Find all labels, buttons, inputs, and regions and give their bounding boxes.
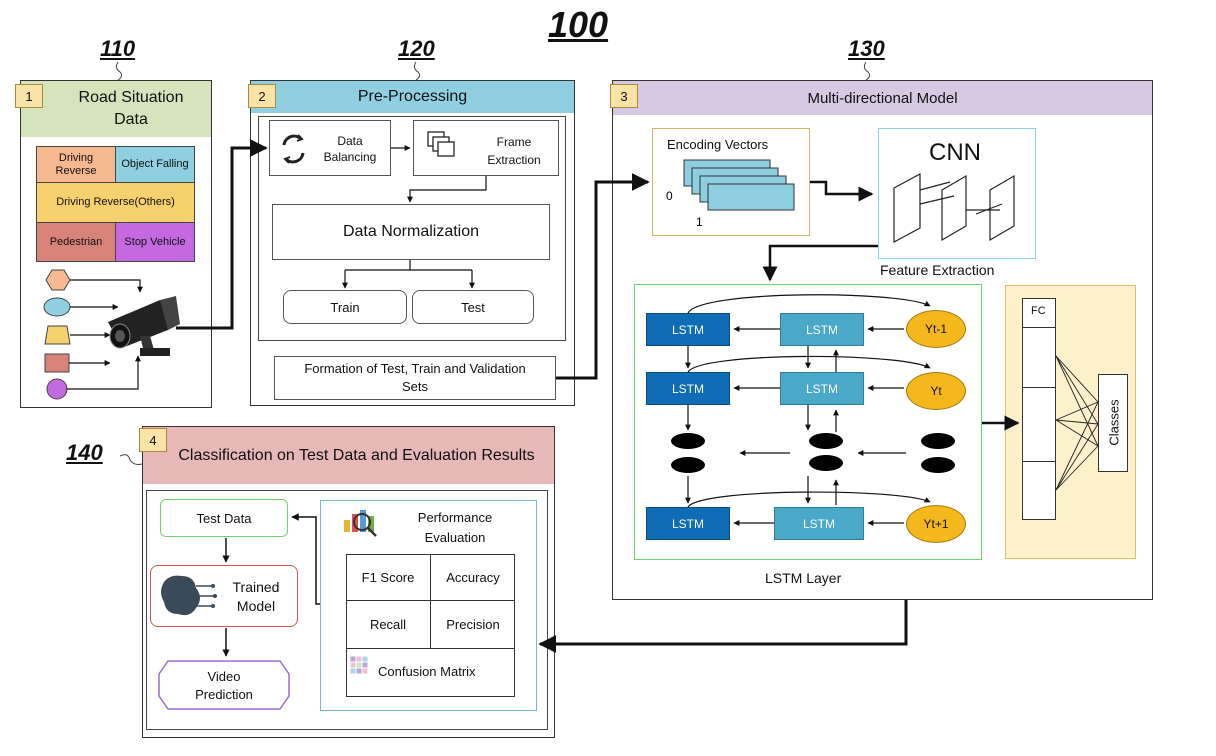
formation-box: Formation of Test, Train and Validation … bbox=[274, 356, 556, 400]
ref-panel-3: 130 bbox=[848, 36, 885, 61]
lstm-cell-right-2: LSTM bbox=[780, 372, 864, 405]
panel-3-header: Multi-directional Model bbox=[613, 81, 1152, 115]
category-object-falling: Object Falling bbox=[116, 147, 194, 183]
metric-accuracy: Accuracy bbox=[431, 554, 515, 601]
train-box: Train bbox=[283, 290, 407, 324]
lstm-cell-left-3: LSTM bbox=[646, 507, 730, 540]
train-label: Train bbox=[330, 299, 360, 315]
metric-f1: F1 Score bbox=[346, 554, 431, 601]
lstm-layer-label: LSTM Layer bbox=[765, 570, 842, 586]
video-prediction-label: Video Prediction bbox=[195, 669, 253, 702]
y-node-current: Yt bbox=[906, 372, 966, 410]
panel-2-number: 2 bbox=[248, 84, 276, 108]
data-normalization-label: Data Normalization bbox=[342, 223, 480, 240]
panel-2-title: Pre-Processing bbox=[357, 88, 468, 105]
lstm-cell-right-3: LSTM bbox=[774, 507, 864, 540]
category-pedestrian: Pedestrian bbox=[37, 223, 116, 261]
feature-extraction-label: Feature Extraction bbox=[880, 262, 995, 278]
category-driving-reverse: Driving Reverse bbox=[37, 147, 116, 183]
panel-4-number: 4 bbox=[139, 428, 167, 452]
performance-evaluation-label: Performance Evaluation bbox=[417, 510, 493, 545]
panel-1-title: Road Situation Data bbox=[78, 89, 184, 128]
frame-extraction-label: Frame Extraction bbox=[487, 135, 541, 167]
classes-box: Classes bbox=[1098, 374, 1128, 472]
data-balancing-label: Data Balancing bbox=[323, 134, 377, 164]
lstm-cell-left-1: LSTM bbox=[646, 313, 730, 346]
cnn-label: CNN bbox=[929, 139, 981, 166]
encoding-vectors-box: Encoding Vectors bbox=[652, 128, 810, 236]
frame-extraction-box: Frame Extraction bbox=[413, 120, 559, 176]
test-data-box: Test Data bbox=[160, 499, 288, 537]
classes-label: Classes bbox=[1106, 399, 1122, 446]
fc-label: FC bbox=[1031, 305, 1046, 317]
trained-model-label: Trained Model bbox=[232, 579, 280, 614]
metric-confusion-matrix: Confusion Matrix bbox=[378, 664, 476, 679]
data-normalization-box: Data Normalization bbox=[272, 204, 550, 260]
panel-3-number: 3 bbox=[610, 84, 638, 108]
fc-column bbox=[1022, 298, 1056, 520]
video-prediction-shape bbox=[158, 660, 290, 710]
panel-1-number: 1 bbox=[15, 84, 43, 108]
ref-panel-2: 120 bbox=[398, 36, 435, 61]
arrow-model-to-classification bbox=[538, 600, 908, 653]
category-driving-reverse-others: Driving Reverse(Others) bbox=[37, 183, 194, 223]
encoding-vectors-label: Encoding Vectors bbox=[667, 137, 769, 152]
panel-3-title: Multi-directional Model bbox=[807, 89, 958, 107]
category-stop-vehicle: Stop Vehicle bbox=[116, 223, 194, 261]
panel-1-header: Road Situation Data bbox=[21, 81, 211, 137]
ref-main: 100 bbox=[548, 4, 609, 45]
metric-precision: Precision bbox=[431, 601, 515, 649]
panel-4-title: Classification on Test Data and Evaluati… bbox=[178, 446, 535, 464]
y-node-prev: Yt-1 bbox=[906, 310, 966, 348]
test-data-label: Test Data bbox=[196, 510, 252, 526]
cnn-box: CNN bbox=[878, 128, 1036, 259]
ref-panel-1: 110 bbox=[100, 36, 136, 61]
panel-4-header: Classification on Test Data and Evaluati… bbox=[143, 427, 554, 484]
ref-panel-4: 140 bbox=[66, 440, 103, 465]
test-box: Test bbox=[412, 290, 534, 324]
metric-recall: Recall bbox=[346, 601, 431, 649]
test-label: Test bbox=[461, 299, 485, 315]
panel-2-header: Pre-Processing bbox=[251, 81, 574, 113]
lstm-cell-left-2: LSTM bbox=[646, 372, 730, 405]
trained-model-box: Trained Model bbox=[150, 565, 298, 627]
formation-label: Formation of Test, Train and Validation … bbox=[304, 361, 526, 394]
y-node-next: Yt+1 bbox=[906, 505, 966, 543]
data-balancing-box: Data Balancing bbox=[269, 120, 391, 176]
lstm-cell-right-1: LSTM bbox=[780, 313, 864, 346]
